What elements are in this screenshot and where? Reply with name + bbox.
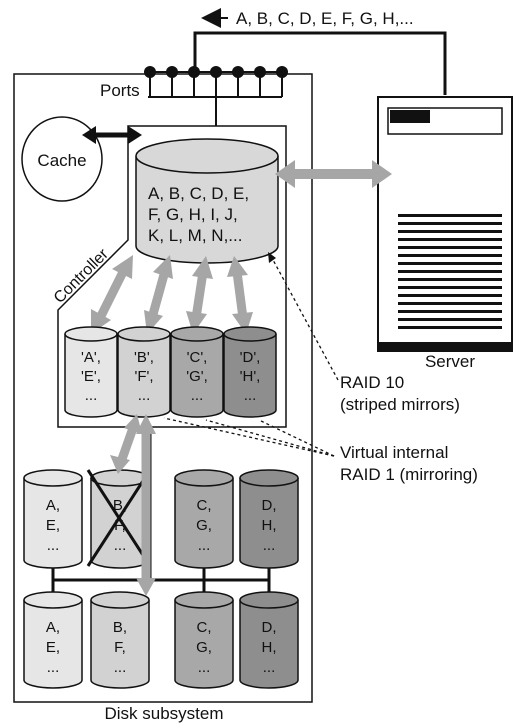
virtual-disk-d-line-3: ... <box>244 387 257 404</box>
virtual-disk-d-line-1: 'D', <box>240 349 261 366</box>
controller-frame <box>57 125 287 428</box>
virtual-disk-d: 'D', 'H', ... <box>223 326 277 418</box>
row2-b-line-2: F, <box>114 639 126 656</box>
cache-disk-line-1: A, B, C, D, E, <box>148 184 249 203</box>
row2-a-line-1: A, <box>46 619 60 636</box>
virtual-disk-c: 'C', 'G', ... <box>170 326 224 418</box>
internal-bus <box>51 428 271 598</box>
raid1-label-line-1: Virtual internal <box>340 443 448 462</box>
mirror-rebuild-arrows <box>110 414 156 596</box>
server-label: Server <box>425 352 475 371</box>
physical-disk-row1-a: A, E, ... <box>23 469 83 569</box>
row1-a-line-1: A, <box>46 497 60 514</box>
cache-disk-line-3: K, L, M, N,... <box>148 226 242 245</box>
virtual-disk-b-line-1: 'B', <box>134 349 154 366</box>
ports-label: Ports <box>100 81 140 100</box>
physical-disk-row1-d: D, H, ... <box>239 469 299 569</box>
cache-ellipse <box>21 116 103 202</box>
failed-disk-cross-icon <box>86 469 152 567</box>
raid1-pointers <box>163 417 335 457</box>
port-2 <box>166 66 178 78</box>
port-4 <box>210 66 222 78</box>
virtual-disk-c-line-2: 'G', <box>186 368 208 385</box>
row2-b-line-1: B, <box>113 619 127 636</box>
virtual-disk-c-line-3: ... <box>191 387 204 404</box>
port-5 <box>232 66 244 78</box>
server-cache-arrow <box>275 160 392 188</box>
server-vent <box>398 214 502 329</box>
top-data-label: A, B, C, D, E, F, G, H,... <box>236 9 414 28</box>
virtual-disk-a-line-1: 'A', <box>81 349 101 366</box>
virtual-disk-a: 'A', 'E', ... <box>64 326 118 418</box>
virtual-disk-d-line-2: 'H', <box>240 368 261 385</box>
row2-b-line-3: ... <box>114 659 127 676</box>
port-6 <box>254 66 266 78</box>
virtual-disk-b-line-2: 'F', <box>134 368 153 385</box>
row1-c-line-3: ... <box>198 537 211 554</box>
cache-disk: A, B, C, D, E, F, G, H, I, J, K, L, M, N… <box>135 138 279 264</box>
port-7 <box>276 66 288 78</box>
physical-disk-row2-c: C, G, ... <box>174 591 234 689</box>
physical-disk-row2-d: D, H, ... <box>239 591 299 689</box>
row2-d-line-2: H, <box>262 639 277 656</box>
raid10-label-line-1: RAID 10 <box>340 373 404 392</box>
virtual-disk-b: 'B', 'F', ... <box>117 326 171 418</box>
physical-disk-row1-b-failed: B, F, ... <box>86 469 152 569</box>
disk-subsystem-frame <box>13 73 313 703</box>
row1-d-line-1: D, <box>262 497 277 514</box>
row1-a-line-2: E, <box>46 517 60 534</box>
server <box>377 96 513 352</box>
virtual-disk-c-line-1: 'C', <box>187 349 208 366</box>
physical-disk-row2-b: B, F, ... <box>90 591 150 689</box>
row1-a-line-3: ... <box>47 537 60 554</box>
row1-b-line-3: ... <box>114 537 127 554</box>
row1-c-line-1: C, <box>197 497 212 514</box>
physical-disk-row2-a: A, E, ... <box>23 591 83 689</box>
raid1-label-line-2: RAID 1 (mirroring) <box>340 465 478 484</box>
port-1 <box>144 66 156 78</box>
ports <box>144 66 288 126</box>
virtual-disk-b-line-3: ... <box>138 387 151 404</box>
controller-label: Controller <box>51 245 113 307</box>
disk-subsystem-label: Disk subsystem <box>104 704 223 723</box>
raid10-pointer <box>268 252 339 381</box>
port-3 <box>188 66 200 78</box>
row1-d-line-3: ... <box>263 537 276 554</box>
row2-d-line-1: D, <box>262 619 277 636</box>
row2-c-line-2: G, <box>196 639 212 656</box>
row2-c-line-1: C, <box>197 619 212 636</box>
row1-b-line-2: F, <box>114 517 126 534</box>
row1-c-line-2: G, <box>196 517 212 534</box>
cache-label: Cache <box>37 151 86 170</box>
row1-d-line-2: H, <box>262 517 277 534</box>
row2-d-line-3: ... <box>263 659 276 676</box>
row2-c-line-3: ... <box>198 659 211 676</box>
row2-a-line-3: ... <box>47 659 60 676</box>
cache-to-virtual-arrows <box>91 255 253 334</box>
server-cable <box>193 31 447 95</box>
cache-controller-arrow <box>82 126 142 144</box>
raid10-label-line-2: (striped mirrors) <box>340 395 460 414</box>
virtual-disk-a-line-3: ... <box>85 387 98 404</box>
physical-disk-row1-c: C, G, ... <box>174 469 234 569</box>
row2-a-line-2: E, <box>46 639 60 656</box>
virtual-disk-a-line-2: 'E', <box>81 368 101 385</box>
cache-disk-line-2: F, G, H, I, J, <box>148 205 238 224</box>
